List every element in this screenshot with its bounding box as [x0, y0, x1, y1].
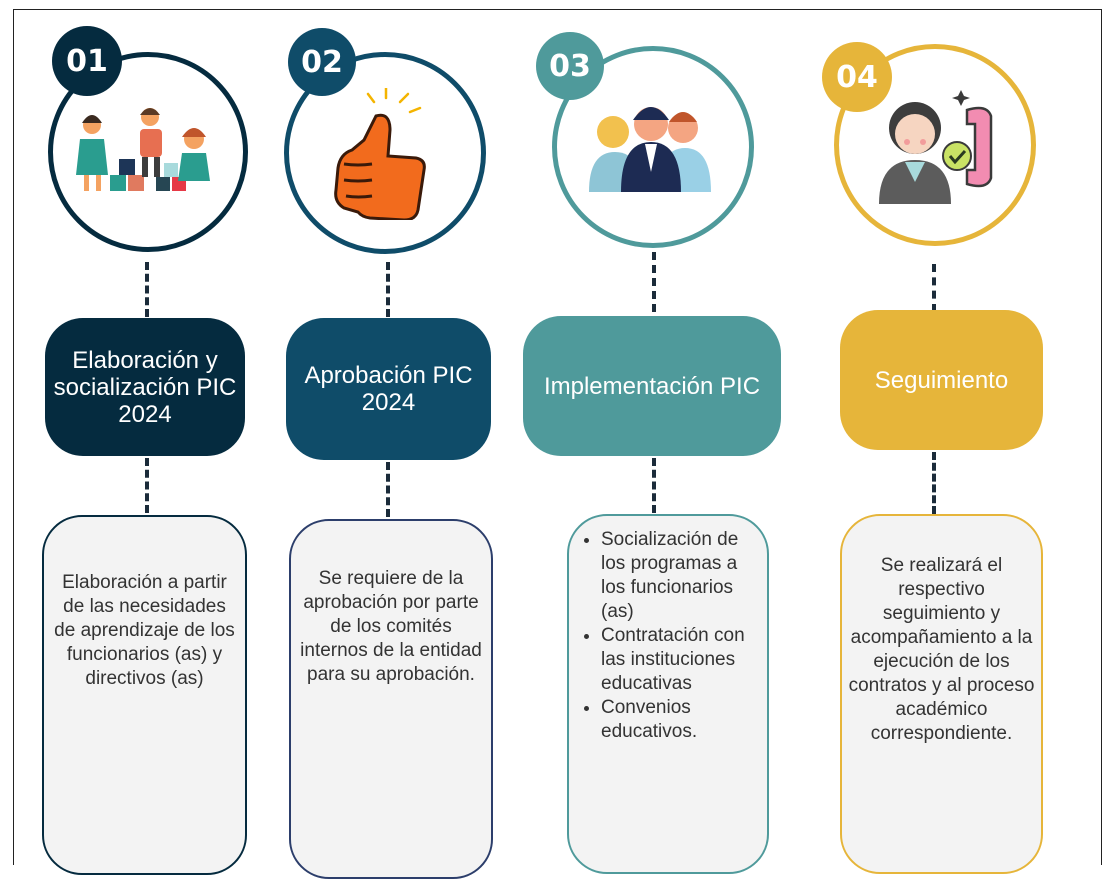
- step-4-connector-bottom: [932, 452, 936, 514]
- step-3-title: Implementación PIC: [523, 316, 781, 456]
- support-agent-phone-icon: [879, 90, 993, 204]
- step-1-connector-top: [145, 262, 149, 317]
- step-2-connector-bottom: [386, 462, 390, 517]
- step-4-title: Seguimiento: [840, 310, 1043, 450]
- step-3-bullet-list: Socialización de los programas a los fun…: [577, 528, 759, 872]
- step-2-description: Se requiere de la aprobación por parte d…: [300, 568, 482, 685]
- step-1-description: Elaboración a partir de las necesidades …: [54, 572, 235, 689]
- step-3-number-badge: 03: [536, 32, 604, 100]
- step-2-number-badge: 02: [288, 28, 356, 96]
- thumbs-up-icon: [334, 88, 426, 220]
- step-4-number-badge: 04: [822, 42, 892, 112]
- step-4-description-box: Se realizará el respectivo seguimiento y…: [840, 514, 1043, 874]
- step-2-title: Aprobación PIC 2024: [286, 318, 491, 460]
- step-1-description-box: Elaboración a partir de las necesidades …: [42, 515, 247, 875]
- step-2-description-box: Se requiere de la aprobación por parte d…: [289, 519, 493, 879]
- step-1-connector-bottom: [145, 458, 149, 513]
- step-1-number-badge: 01: [52, 26, 122, 96]
- step-4-description: Se realizará el respectivo seguimiento y…: [848, 555, 1035, 744]
- step-3-bullet-2: Contratación con las instituciones educa…: [601, 624, 759, 696]
- step-3-bullet-3: Convenios educativos.: [601, 696, 759, 744]
- step-3-connector-top: [652, 252, 656, 312]
- children-playing-blocks-icon: [76, 108, 210, 191]
- step-3-bullet-1: Socialización de los programas a los fun…: [601, 528, 759, 624]
- step-3-connector-bottom: [652, 458, 656, 513]
- step-3-description-box: Socialización de los programas a los fun…: [567, 514, 769, 874]
- team-people-icon: [589, 107, 711, 192]
- step-2-connector-top: [386, 262, 390, 317]
- step-1-title: Elaboración y socialización PIC 2024: [45, 318, 245, 456]
- step-4-connector-top: [932, 264, 936, 312]
